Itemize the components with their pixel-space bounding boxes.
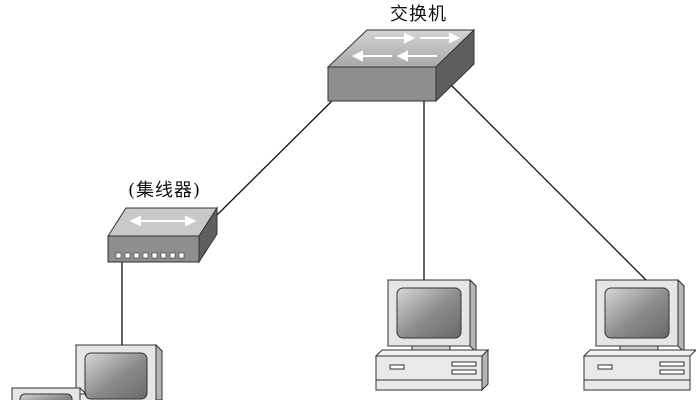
switch-icon bbox=[326, 28, 476, 103]
hub-icon bbox=[107, 206, 218, 264]
link-switch-pc-right bbox=[451, 85, 647, 281]
switch-label: 交换机 bbox=[390, 4, 447, 25]
desktop-computer-icon bbox=[582, 278, 696, 391]
hub-label: (集线器) bbox=[128, 180, 202, 201]
connection-lines bbox=[121, 85, 647, 345]
link-switch-hub bbox=[215, 99, 334, 217]
desktop-computer-icon bbox=[10, 387, 88, 400]
desktop-computer-icon bbox=[374, 278, 490, 392]
desktop-computer-icon bbox=[74, 343, 164, 400]
